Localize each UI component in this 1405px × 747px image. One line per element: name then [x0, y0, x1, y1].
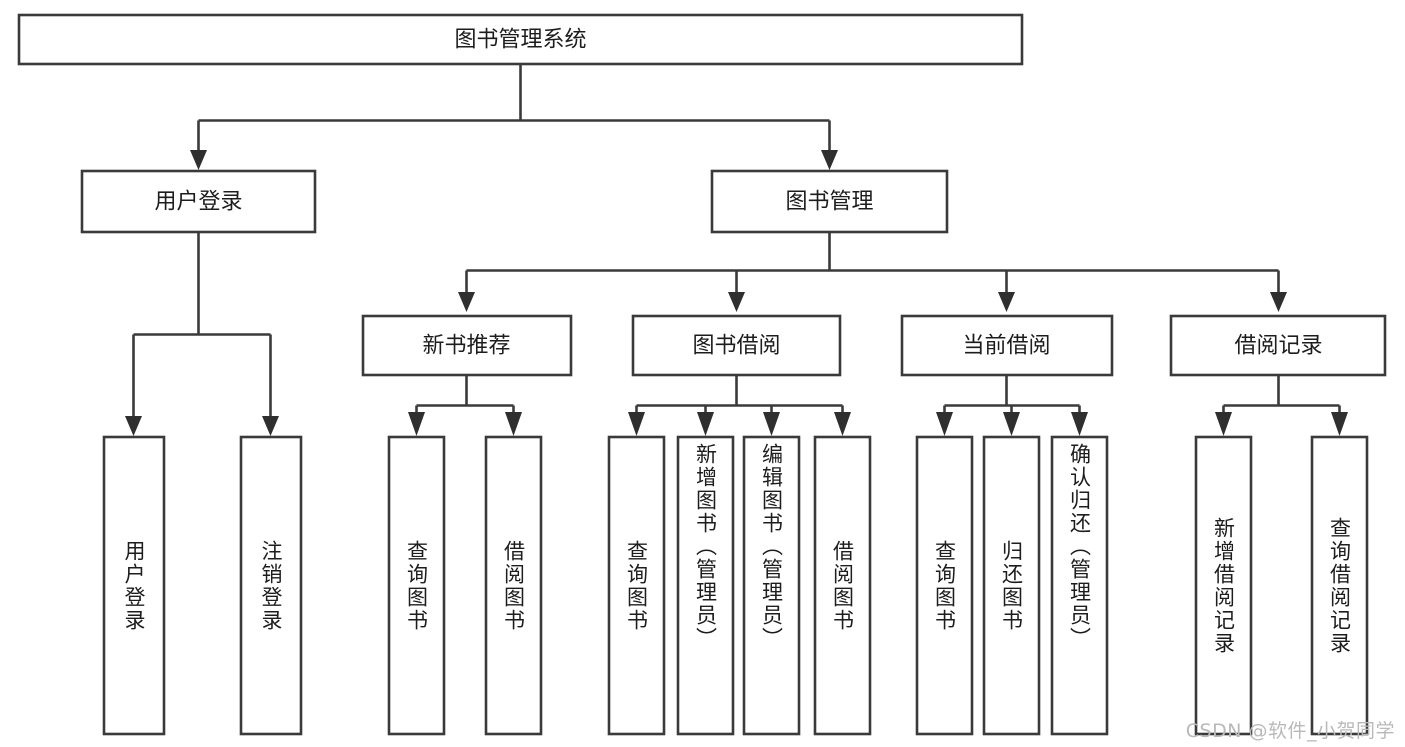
leaf-box-add-book[interactable]: [676, 435, 735, 736]
leaf-box-query-record[interactable]: [1310, 435, 1369, 736]
node-user-login-label: 用户登录: [154, 190, 242, 215]
node-current-borrow[interactable]: 当前借阅: [900, 314, 1114, 377]
leaf-box-query-book-1[interactable]: [387, 435, 446, 736]
connector-group-new-book-recommend: [408, 375, 522, 436]
node-borrow-record-label: 借阅记录: [1234, 334, 1322, 359]
leaf-box-add-record[interactable]: [1194, 435, 1253, 736]
leaf-box-borrow-book-1[interactable]: [484, 435, 543, 736]
connector-group-book-management: [458, 232, 1287, 312]
node-book-management-label: 图书管理: [785, 190, 873, 215]
connector-group-root: [190, 64, 838, 170]
leaf-box-query-book-3[interactable]: [915, 435, 974, 736]
leaf-boxes: [102, 435, 1369, 736]
leaf-box-logout-login[interactable]: [239, 435, 303, 736]
node-borrow-record[interactable]: 借阅记录: [1169, 314, 1387, 377]
node-current-borrow-label: 当前借阅: [962, 334, 1050, 359]
node-new-book-recommend[interactable]: 新书推荐: [361, 314, 573, 377]
node-book-borrow[interactable]: 图书借阅: [631, 314, 842, 377]
connector-group-borrow-record: [1215, 375, 1348, 436]
node-book-management[interactable]: 图书管理: [710, 169, 949, 234]
node-new-book-recommend-label: 新书推荐: [422, 334, 510, 359]
leaf-box-return-book[interactable]: [982, 435, 1041, 736]
leaf-box-edit-book[interactable]: [742, 435, 801, 736]
connector-group-current-borrow: [936, 375, 1088, 436]
leaf-box-query-book-2[interactable]: [607, 435, 666, 736]
leaf-box-confirm-return[interactable]: [1050, 435, 1109, 736]
connector-group-user-login: [125, 232, 279, 436]
node-book-borrow-label: 图书借阅: [692, 334, 780, 359]
leaf-box-user-login[interactable]: [102, 435, 166, 736]
node-user-login[interactable]: 用户登录: [80, 169, 317, 234]
node-root[interactable]: 图书管理系统: [17, 13, 1024, 66]
node-root-label: 图书管理系统: [454, 28, 586, 53]
csdn-watermark: CSDN @软件_小贺同学: [1185, 720, 1395, 742]
connector-group-book-borrow: [628, 375, 851, 436]
leaf-box-borrow-book-2[interactable]: [813, 435, 872, 736]
